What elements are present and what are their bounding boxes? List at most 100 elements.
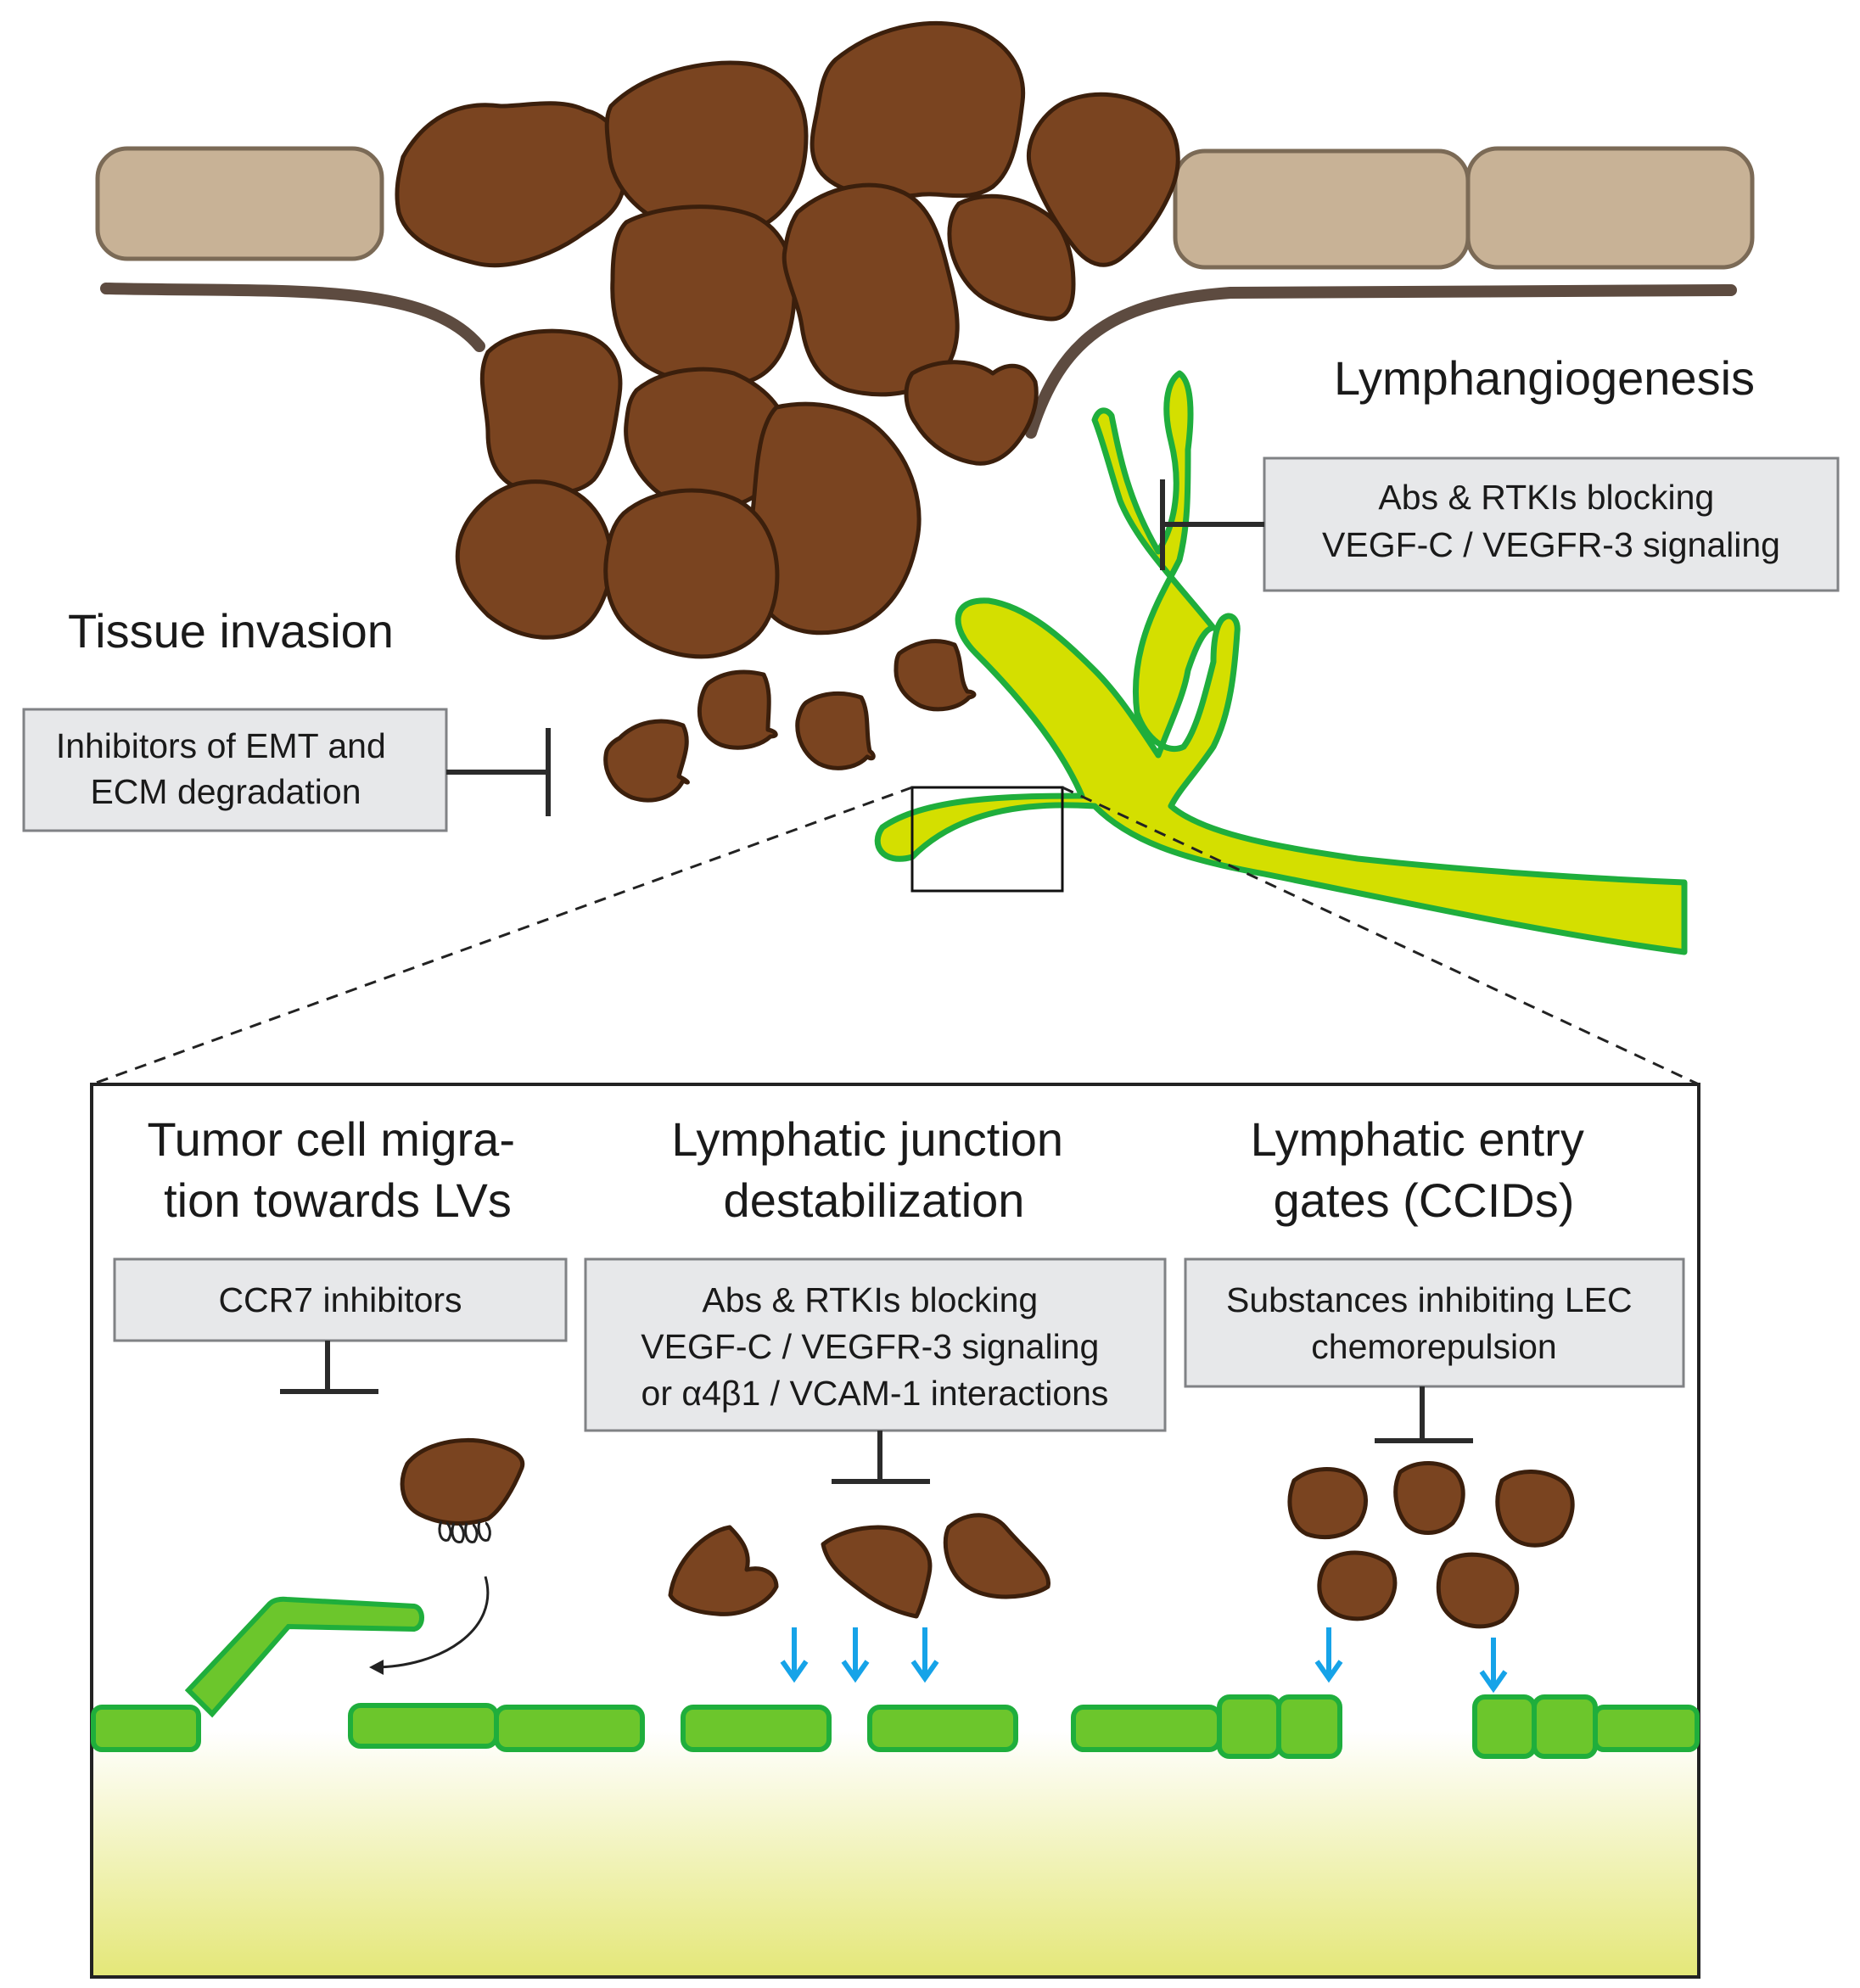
- tumor-cell: [1026, 92, 1180, 267]
- lec-cell: [1276, 1694, 1342, 1759]
- invading-tumor-cells: [603, 639, 977, 803]
- invasion-inhibition-symbol: [446, 728, 551, 816]
- junction-title: Lymphatic junction destabilization: [671, 1112, 1076, 1227]
- junction-inhibition-symbol: [832, 1431, 930, 1484]
- junction-inhibitor-box: [584, 1257, 1167, 1432]
- tumor-cell: [668, 1525, 779, 1616]
- down-arrow-icon: [1314, 1627, 1343, 1683]
- primary-tumor: [395, 20, 1180, 659]
- down-arrow-icon: [780, 1627, 809, 1683]
- box-line: Abs & RTKIs blocking: [1378, 478, 1714, 517]
- lec-cell: [91, 1705, 201, 1752]
- entry-tumor-cells: [1287, 1461, 1575, 1629]
- lec-layer: [91, 1694, 1700, 1759]
- tumor-cell: [455, 479, 613, 640]
- invasion-inhibitor-box: [22, 708, 448, 832]
- tumor-cell: [604, 60, 809, 238]
- title-line: tion towards LVs: [164, 1173, 512, 1227]
- box-line: VEGF-C / VEGFR-3 signaling: [641, 1327, 1099, 1366]
- zoom-line-right: [1062, 786, 1700, 1086]
- lymphangiogenesis-label: Lymphangiogenesis: [1334, 351, 1755, 405]
- box-line: VEGF-C / VEGFR-3 signaling: [1322, 525, 1780, 564]
- tissue-invasion-label: Tissue invasion: [68, 604, 394, 658]
- lec-cell: [1217, 1694, 1281, 1759]
- ccr7-inhibitor-box: [113, 1257, 568, 1342]
- zoom-region-box: [910, 786, 1064, 893]
- basement-membrane: [100, 283, 1737, 439]
- down-arrow-icon: [1479, 1638, 1508, 1694]
- migration-title: Tumor cell migra- tion towards LVs: [147, 1112, 528, 1227]
- junction-tumor-cells: [668, 1513, 1050, 1619]
- lec-cell: [1532, 1694, 1598, 1759]
- ccr7-inhibitor-text: CCR7 inhibitors: [218, 1280, 462, 1319]
- box-line: or α4β1 / VCAM-1 interactions: [641, 1374, 1109, 1413]
- tumor-cell: [782, 182, 960, 397]
- detail-panel: Tumor cell migra- tion towards LVs Lymph…: [90, 1083, 1700, 1979]
- title-line: gates (CCIDs): [1274, 1173, 1575, 1227]
- epithelial-cell: [1465, 146, 1755, 270]
- tumor-cell: [479, 328, 623, 496]
- down-arrow-icon: [841, 1627, 870, 1683]
- tumor-cell: [810, 20, 1026, 199]
- box-line: ECM degradation: [90, 772, 361, 811]
- title-line: destabilization: [724, 1173, 1025, 1227]
- box-line: CCR7 inhibitors: [218, 1280, 462, 1319]
- entry-arrows: [780, 1627, 1508, 1694]
- basement-membrane-right: [1025, 284, 1737, 439]
- tumor-cell: [821, 1525, 933, 1619]
- lymphatic-vessel: [874, 370, 1688, 955]
- migration-arrowhead: [369, 1660, 384, 1675]
- lymphangiogenesis-inhibition-symbol: [1160, 479, 1264, 570]
- lymphatic-vessel-body: [874, 370, 1688, 955]
- lec-cell: [494, 1705, 645, 1752]
- detail-panel-frame: [90, 1083, 1700, 1979]
- tumor-cell: [1393, 1461, 1465, 1535]
- title-line: Tumor cell migra-: [147, 1112, 515, 1166]
- junction-inhibitor-text: Abs & RTKIs blocking VEGF-C / VEGFR-3 si…: [641, 1280, 1108, 1413]
- migrating-tumor-cell: [400, 1437, 525, 1526]
- tumor-cell: [1287, 1467, 1368, 1540]
- migration-path-arrow: [373, 1576, 490, 1669]
- box-line: Inhibitors of EMT and: [56, 726, 386, 765]
- tumor-cell: [904, 360, 1039, 466]
- title-line: Lymphatic junction: [671, 1112, 1063, 1166]
- invasion-inhibitor-text: Inhibitors of EMT and ECM degradation: [56, 726, 395, 811]
- box-line: chemorepulsion: [1311, 1327, 1556, 1366]
- epithelial-cell: [95, 146, 384, 261]
- tumor-cell: [603, 488, 780, 659]
- cell-protrusions: [438, 1520, 491, 1543]
- epithelium: [95, 146, 1755, 270]
- tumor-cell: [1436, 1552, 1520, 1629]
- entry-title: Lymphatic entry gates (CCIDs): [1251, 1112, 1598, 1227]
- basement-membrane-left: [100, 283, 485, 352]
- zoom-line-left: [91, 786, 913, 1086]
- vessel-lumen: [92, 1731, 1699, 1977]
- tumor-cell: [1317, 1550, 1398, 1621]
- entry-inhibitor-box: [1184, 1257, 1685, 1388]
- tumor-cell: [894, 639, 977, 712]
- tumor-cell: [943, 1513, 1050, 1599]
- tumor-cell: [947, 193, 1076, 322]
- tumor-cell: [747, 401, 922, 636]
- epithelial-cell: [1173, 148, 1471, 270]
- tumor-cell: [610, 204, 797, 388]
- lec-cell: [681, 1705, 832, 1752]
- lec-cell: [1593, 1705, 1700, 1752]
- box-line: Abs & RTKIs blocking: [702, 1280, 1038, 1319]
- ccr7-inhibition-symbol: [280, 1341, 378, 1394]
- lymphangiogenesis-inhibitor-text: Abs & RTKIs blocking VEGF-C / VEGFR-3 si…: [1322, 478, 1780, 564]
- lec-cell: [1071, 1705, 1222, 1752]
- tumor-cell: [395, 101, 627, 268]
- tumor-cell: [1495, 1470, 1575, 1548]
- lec-cell: [867, 1705, 1018, 1752]
- down-arrow-icon: [910, 1627, 939, 1683]
- tumor-cell: [795, 691, 876, 770]
- entry-inhibition-symbol: [1375, 1386, 1473, 1443]
- lec-cell: [1472, 1694, 1537, 1759]
- box-line: Substances inhibiting LEC: [1226, 1280, 1633, 1319]
- lifted-lec-cell: [184, 1596, 424, 1718]
- lec-cell: [348, 1703, 499, 1749]
- entry-inhibitor-text: Substances inhibiting LEC chemorepulsion: [1226, 1280, 1642, 1366]
- title-line: Lymphatic entry: [1251, 1112, 1584, 1166]
